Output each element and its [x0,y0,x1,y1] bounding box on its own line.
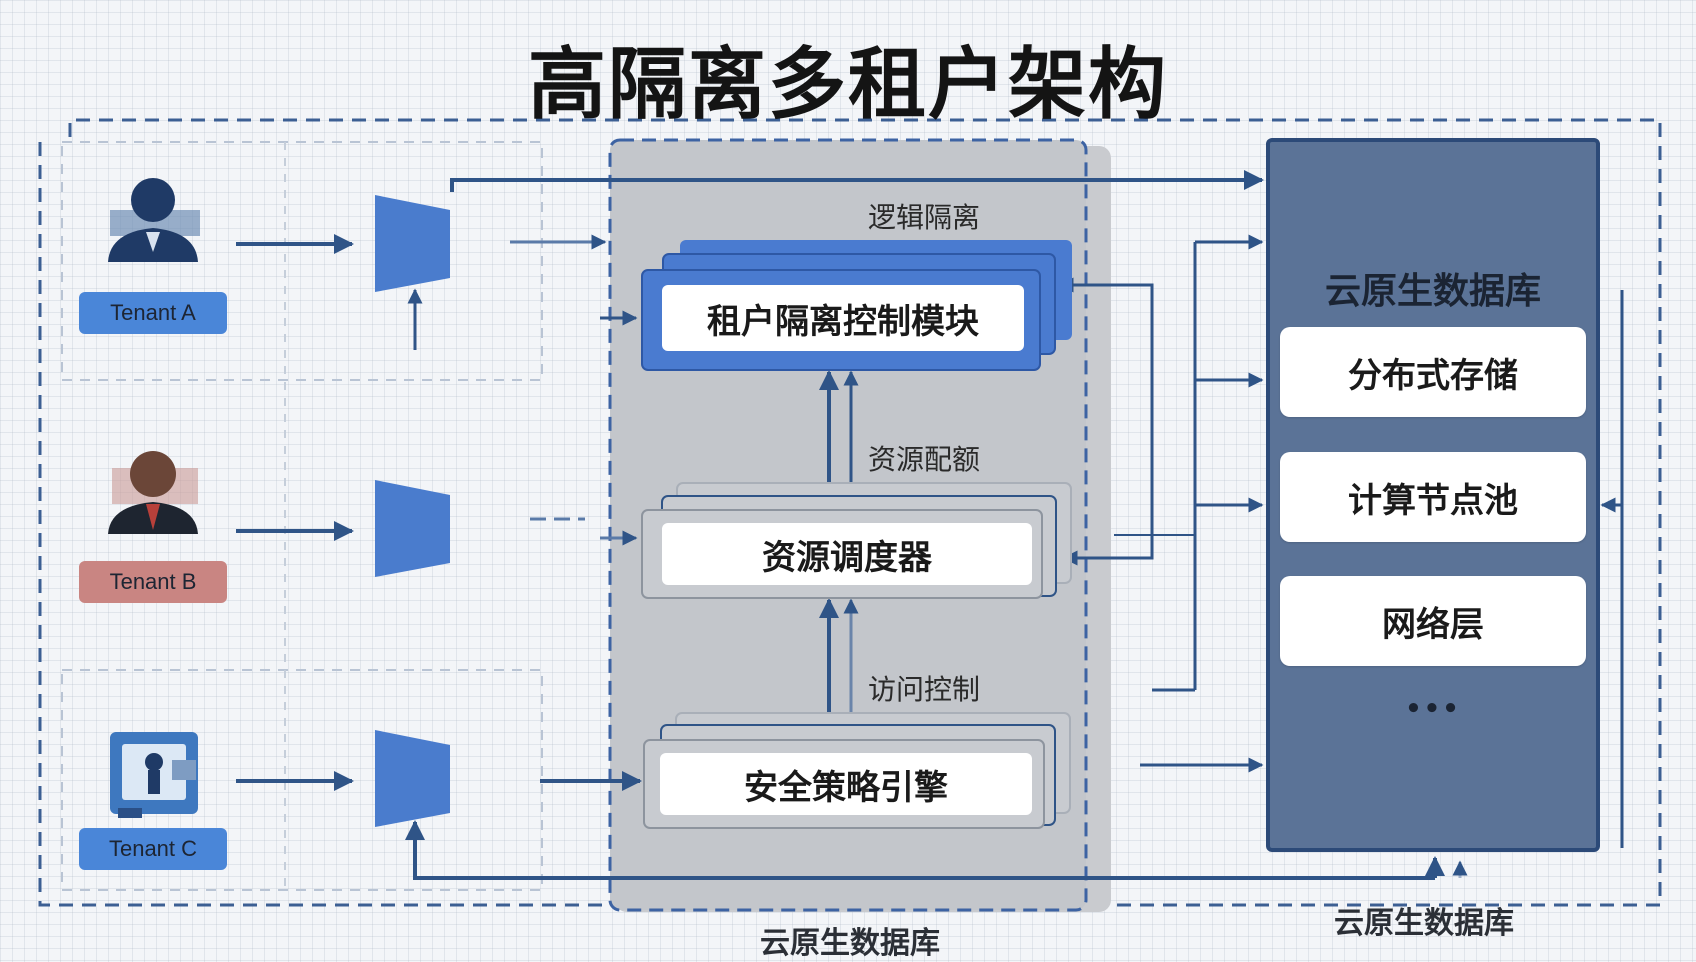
tenant-a-avatar [108,178,200,262]
outer-dashed-frame [38,118,1662,907]
page-title: 高隔离多租户架构 [527,40,1168,130]
gateway-c [375,730,450,827]
access-control-label: 访问控制 [868,673,981,706]
distributed-storage[interactable]: 分布式存储 [1280,327,1586,417]
tenant-isolation-control-module[interactable]: 租户隔离控制模块 [662,285,1024,351]
tenant-zone-frame-c [61,669,543,891]
tenant-zone-frame-a [61,141,543,381]
tenant-c-avatar [110,732,198,818]
tenant-c-label[interactable]: Tenant C [79,828,227,870]
isolation-panel-caption: 云原生数据库 [760,926,940,961]
security-policy-engine[interactable]: 安全策略引擎 [660,753,1032,815]
gateway-b [375,480,450,577]
tenant-b-label[interactable]: Tenant B [79,561,227,603]
tenant-b-avatar [108,451,198,534]
tenant-a-label[interactable]: Tenant A [79,292,227,334]
network-layer[interactable]: 网络层 [1280,576,1586,666]
resource-scheduler[interactable]: 资源调度器 [662,523,1032,585]
gateway-a [375,195,450,292]
compute-node-pool[interactable]: 计算节点池 [1280,452,1586,542]
logical-isolation-label: 逻辑隔离 [868,201,981,234]
database-title: 云原生数据库 [1324,271,1541,312]
database-caption: 云原生数据库 [1334,906,1514,941]
more-items-ellipsis: ••• [1405,694,1461,724]
resource-quota-label: 资源配额 [868,443,981,476]
